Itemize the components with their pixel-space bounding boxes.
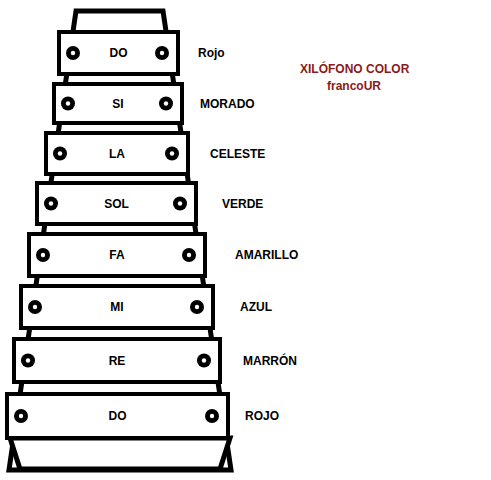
pin-hole xyxy=(49,201,53,205)
pin-ring xyxy=(36,248,50,262)
color-name: MORADO xyxy=(200,97,255,111)
pin-ring xyxy=(44,197,58,211)
pin-hole xyxy=(164,101,168,105)
note-name: SI xyxy=(56,97,180,111)
pin-hole xyxy=(178,201,182,205)
xylophone-bar: SIMORADO xyxy=(52,82,184,125)
pin-ring xyxy=(66,46,80,60)
pin-hole xyxy=(187,253,191,257)
pin-hole xyxy=(202,358,206,362)
pin-hole xyxy=(19,414,23,418)
note-name: LA xyxy=(48,147,186,161)
color-name: CELESTE xyxy=(210,147,265,161)
note-name: SOL xyxy=(39,197,194,211)
pin-hole xyxy=(195,305,199,309)
pin-ring xyxy=(53,147,67,161)
frame-base xyxy=(10,438,230,469)
note-name: MI xyxy=(23,300,211,314)
note-name: DO xyxy=(61,46,176,60)
bar-pin xyxy=(190,300,204,314)
pin-ring xyxy=(155,46,169,60)
xylophone-bar: LACELESTE xyxy=(44,131,190,176)
pin-hole xyxy=(26,358,30,362)
pin-ring xyxy=(14,409,28,423)
color-name: Rojo xyxy=(198,46,225,60)
xylophone-bar: DORojo xyxy=(57,30,180,76)
bar-pin xyxy=(165,147,179,161)
pin-ring xyxy=(165,147,179,161)
bar-pin xyxy=(61,97,75,111)
bar-pin xyxy=(155,46,169,60)
color-name: VERDE xyxy=(222,197,263,211)
xylophone-bar: SOLVERDE xyxy=(35,181,198,226)
pin-ring xyxy=(21,354,35,368)
xylophone-bar: FAAMARILLO xyxy=(27,232,207,278)
bar-pin xyxy=(36,248,50,262)
pin-hole xyxy=(71,51,75,55)
pin-ring xyxy=(28,300,42,314)
note-name: RE xyxy=(16,354,218,368)
bar-pin xyxy=(173,197,187,211)
bar-pin xyxy=(53,147,67,161)
bar-pin xyxy=(205,409,219,423)
bar-pin xyxy=(21,354,35,368)
pin-ring xyxy=(61,97,75,111)
author-label: francoUR xyxy=(327,79,381,93)
pin-hole xyxy=(33,305,37,309)
xylophone-bar: REMARRÓN xyxy=(12,337,222,384)
color-name: AZUL xyxy=(240,300,272,314)
pin-ring xyxy=(197,354,211,368)
bar-pin xyxy=(197,354,211,368)
bar-pin xyxy=(14,409,28,423)
bar-pin xyxy=(44,197,58,211)
pin-ring xyxy=(159,97,173,111)
pin-hole xyxy=(41,253,45,257)
pin-hole xyxy=(160,51,164,55)
xylophone-bar: MIAZUL xyxy=(19,284,215,330)
color-name: ROJO xyxy=(245,409,279,423)
color-name: AMARILLO xyxy=(235,248,298,262)
diagram-title: XILÓFONO COLOR xyxy=(300,62,409,76)
xylophone-bar: DOROJO xyxy=(5,392,230,440)
pin-hole xyxy=(170,151,174,155)
bar-pin xyxy=(66,46,80,60)
pin-ring xyxy=(190,300,204,314)
color-name: MARRÓN xyxy=(243,354,297,368)
bar-pin xyxy=(159,97,173,111)
note-name: DO xyxy=(9,409,226,423)
pin-ring xyxy=(173,197,187,211)
pin-hole xyxy=(210,414,214,418)
note-name: FA xyxy=(31,248,203,262)
bar-pin xyxy=(28,300,42,314)
pin-hole xyxy=(58,151,62,155)
pin-hole xyxy=(66,101,70,105)
pin-ring xyxy=(182,248,196,262)
bar-pin xyxy=(182,248,196,262)
pin-ring xyxy=(205,409,219,423)
